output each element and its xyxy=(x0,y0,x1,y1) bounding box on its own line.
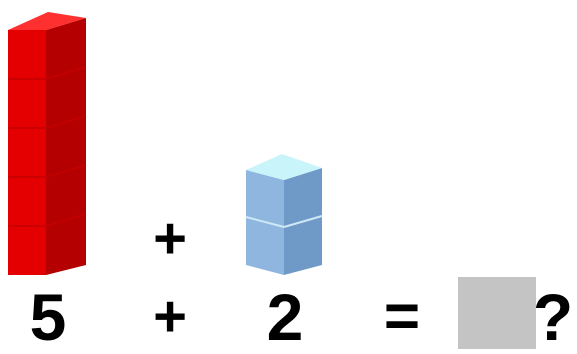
plus-operator: + xyxy=(140,288,200,346)
blue-cube-stack xyxy=(246,154,322,275)
red-cube-stack xyxy=(8,12,86,275)
red-stack-side-face xyxy=(46,18,86,275)
second-addend: 2 xyxy=(255,284,315,350)
first-addend: 5 xyxy=(18,284,78,350)
answer-box[interactable] xyxy=(458,277,536,349)
equals-operator: = xyxy=(372,286,432,348)
red-stack-front-face xyxy=(8,30,46,275)
question-mark: ? xyxy=(527,284,577,350)
plus-sign-between-stacks: + xyxy=(140,210,200,268)
